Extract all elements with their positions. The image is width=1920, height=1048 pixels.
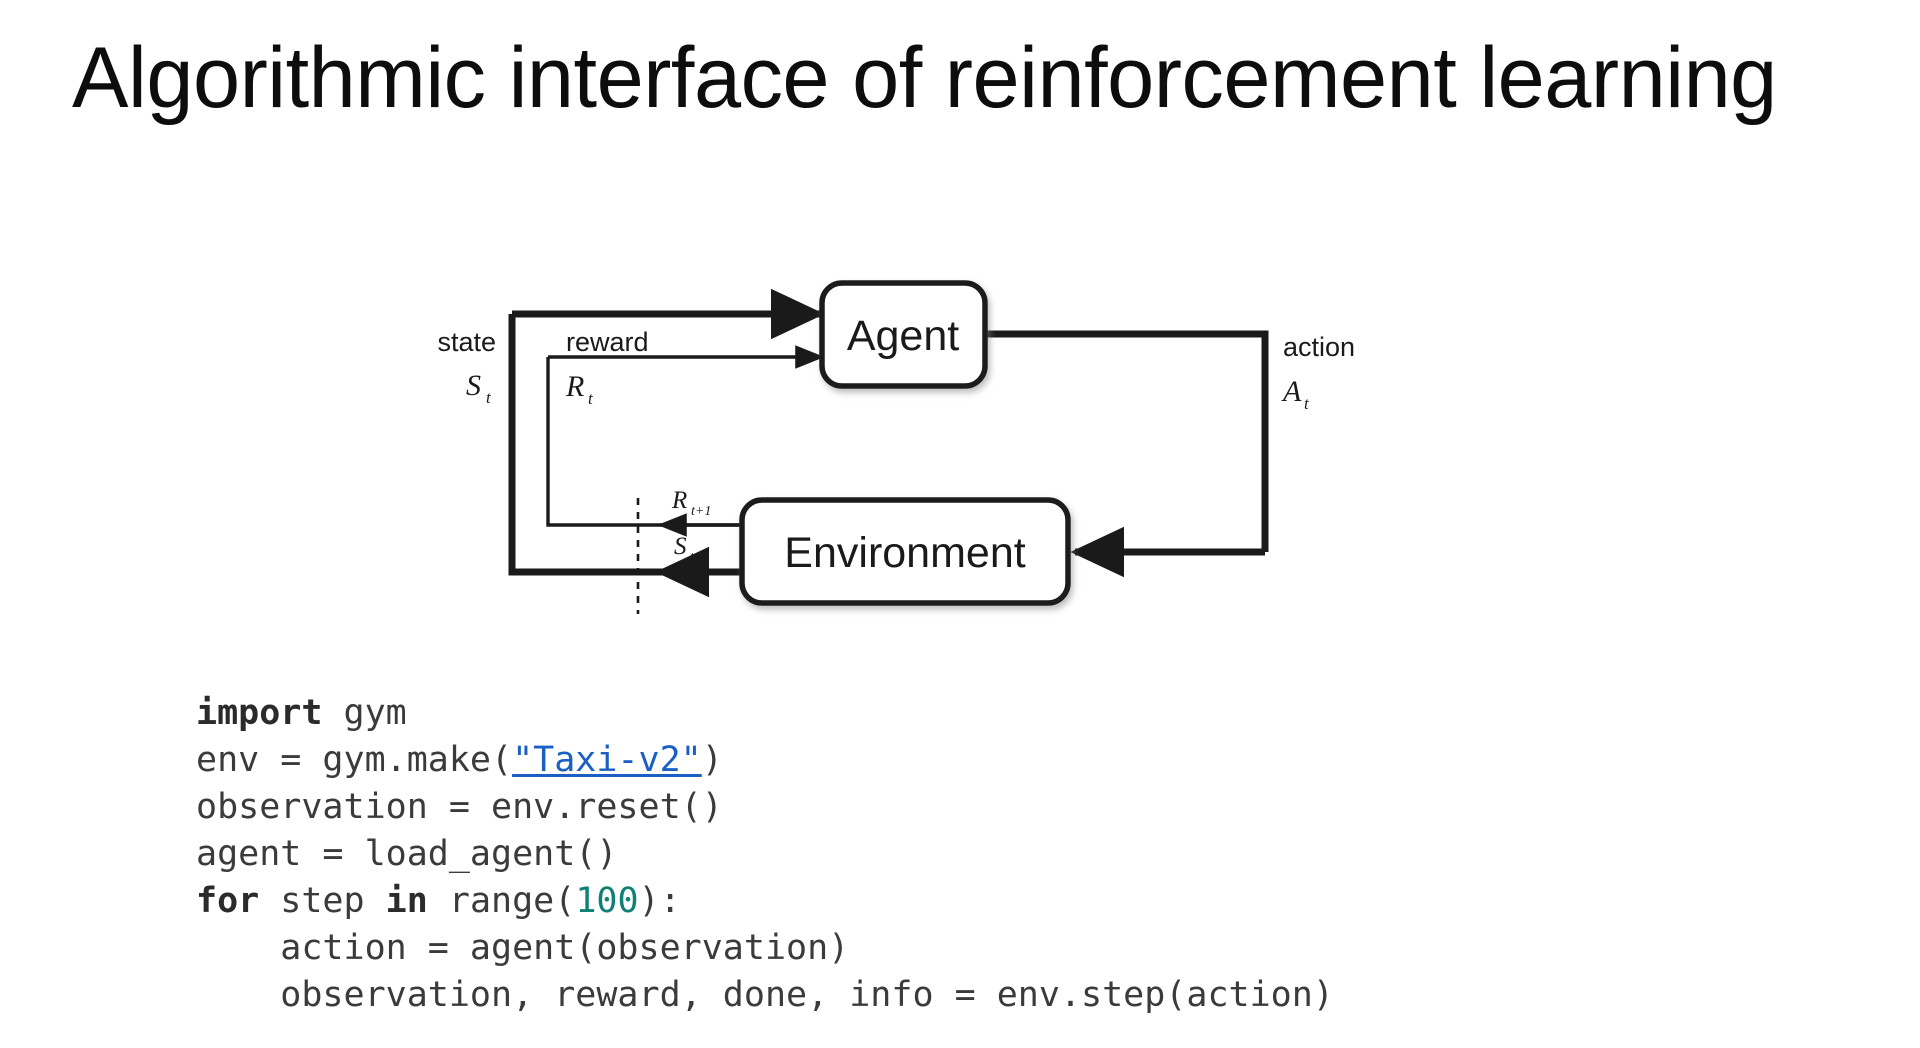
code-keyword: in bbox=[385, 881, 428, 921]
state-feedback-path bbox=[508, 288, 825, 598]
code-text: agent = load_agent() bbox=[196, 834, 618, 874]
code-line: for step in range(100): bbox=[196, 878, 1334, 925]
code-line: action = agent(observation) bbox=[196, 925, 1334, 972]
reward-symbol: R t bbox=[565, 370, 594, 408]
environment-node bbox=[739, 497, 1071, 606]
code-text: gym bbox=[322, 693, 407, 733]
svg-text:t: t bbox=[486, 388, 492, 407]
action-label: action bbox=[1283, 332, 1355, 362]
code-line: observation, reward, done, info = env.st… bbox=[196, 972, 1334, 1019]
svg-text:t+1: t+1 bbox=[691, 504, 711, 519]
code-keyword: import bbox=[196, 693, 323, 733]
code-text: observation = env.reset() bbox=[196, 787, 723, 827]
code-line: import gym bbox=[196, 690, 1334, 737]
action-path bbox=[985, 330, 1269, 578]
agent-node-label: Agent bbox=[847, 312, 959, 360]
svg-text:S: S bbox=[674, 533, 687, 560]
reward-feedback-path bbox=[546, 345, 825, 537]
svg-text:t: t bbox=[588, 389, 594, 408]
svg-text:t+1: t+1 bbox=[690, 550, 710, 565]
next-reward-symbol: R t+1 bbox=[671, 487, 711, 519]
code-line: observation = env.reset() bbox=[196, 784, 1334, 831]
code-text: env = gym.make( bbox=[196, 740, 513, 780]
env-id-link[interactable]: "Taxi-v2" bbox=[512, 740, 702, 780]
code-line: env = gym.make("Taxi-v2") bbox=[196, 737, 1334, 784]
code-line: agent = load_agent() bbox=[196, 831, 1334, 878]
svg-text:A: A bbox=[1281, 375, 1302, 408]
svg-text:S: S bbox=[466, 369, 481, 402]
rl-loop-diagram: Agent Environment state S t reward R t a… bbox=[0, 190, 1920, 640]
code-keyword: for bbox=[196, 881, 260, 921]
agent-node bbox=[819, 280, 988, 389]
state-label: state bbox=[437, 327, 496, 357]
code-text: step bbox=[259, 881, 386, 921]
svg-text:R: R bbox=[565, 370, 584, 403]
code-text: ): bbox=[638, 881, 681, 921]
code-text: action = agent(observation) bbox=[196, 928, 850, 968]
reward-label: reward bbox=[566, 327, 649, 357]
state-symbol: S t bbox=[466, 369, 492, 407]
code-text: observation, reward, done, info = env.st… bbox=[196, 975, 1334, 1015]
code-text: ) bbox=[701, 740, 723, 780]
page-title: Algorithmic interface of reinforcement l… bbox=[72, 30, 1777, 126]
environment-node-label: Environment bbox=[784, 529, 1025, 577]
code-number: 100 bbox=[575, 881, 639, 921]
code-text: range( bbox=[427, 881, 576, 921]
action-symbol: A t bbox=[1281, 375, 1310, 413]
svg-text:R: R bbox=[671, 487, 687, 514]
next-state-symbol: S t+1 bbox=[674, 533, 710, 565]
svg-text:t: t bbox=[1304, 394, 1310, 413]
